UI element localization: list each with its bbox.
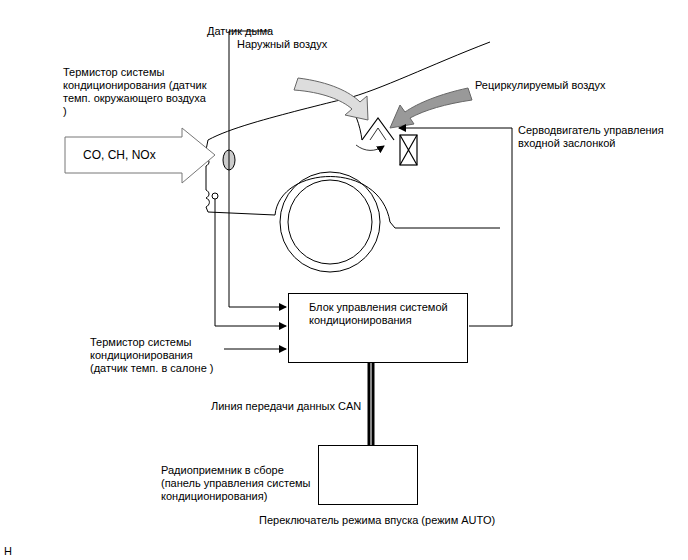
air-label: Наружный воздух bbox=[237, 38, 327, 51]
actuator-label: Серводвигатель управления входной заслон… bbox=[518, 124, 668, 150]
box-text: Блок управления системой кондиционирован… bbox=[309, 301, 457, 327]
air-label: Рециркулируемый воздух bbox=[475, 79, 605, 92]
sensor-label: Датчик дыма bbox=[207, 25, 273, 38]
switch-label: Переключатель режима впуска (режим AUTO) bbox=[259, 514, 479, 527]
radio-panel-box: Радиоприемник в сборе (панель управления… bbox=[318, 445, 418, 505]
bus-label: Линия передачи данных CAN bbox=[211, 400, 361, 413]
sensor-label: Термистор системы кондиционирования (дат… bbox=[90, 336, 218, 375]
sensor-label: Термистор системы кондиционирования (дат… bbox=[63, 66, 211, 118]
control-unit-box: Блок управления системой кондиционирован… bbox=[288, 293, 468, 363]
figure-code: H bbox=[4, 545, 12, 558]
unit-label: Радиоприемник в сборе (панель управления… bbox=[161, 464, 311, 503]
can-bus-line bbox=[371, 363, 372, 445]
gas-label: CO, CH, NOx bbox=[83, 149, 156, 162]
